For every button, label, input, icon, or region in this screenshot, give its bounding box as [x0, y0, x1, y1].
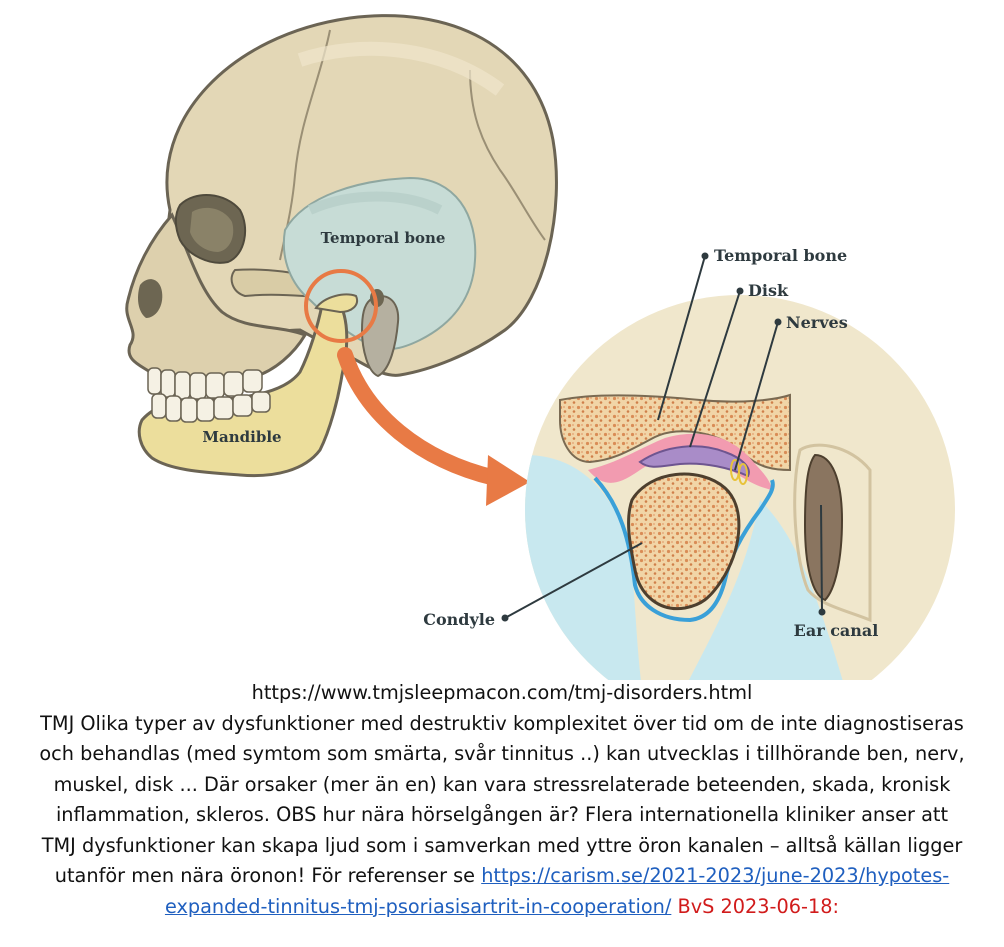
tmj-highlight-circle [304, 269, 378, 343]
caption-line-6: utanför men nära öronon! För referenser … [0, 861, 1004, 892]
caption-line-6-text: utanför men nära öronon! För referenser … [54, 864, 476, 887]
temporal-shade [307, 191, 443, 215]
label-ear-canal: Ear canal [794, 621, 879, 640]
label-nerves: Nerves [786, 313, 848, 332]
nasal-cavity [138, 279, 163, 318]
label-condyle: Condyle [423, 610, 495, 629]
reference-link-part-1[interactable]: https://carism.se/2021-2023/june-2023/hy… [481, 864, 950, 887]
zoom-arrow-head [486, 455, 530, 506]
orbit-inner [190, 207, 234, 252]
caption-line-5: TMJ dysfunktioner kan skapa ljud som i s… [41, 833, 963, 857]
soft-tissue-right [660, 500, 860, 680]
label-disk: Disk [748, 281, 789, 300]
lower-teeth [151, 391, 271, 423]
mastoid-process [360, 295, 400, 378]
upper-teeth [147, 367, 263, 400]
synovial-membrane [593, 476, 775, 623]
caption-line-2: och behandlas (med symtom som smärta, sv… [39, 742, 965, 765]
articular-cartilage [588, 433, 772, 490]
articular-disk [638, 445, 750, 478]
ear-canal-surround [793, 443, 872, 623]
label-temporal-bone-callout: Temporal bone [714, 246, 847, 265]
caption-line-4: inflammation, skleros. OBS hur nära hörs… [55, 803, 949, 826]
caption-block: https://www.tmjsleepmacon.com/tmj-disord… [0, 678, 1004, 922]
label-temporal-bone-skull: Temporal bone [321, 229, 446, 247]
signature-date: BvS 2023-06-18: [677, 894, 840, 918]
caption-line-7: expanded-tinnitus-tmj-psoriasisartrit-in… [0, 892, 1004, 923]
callout-dots [501, 252, 826, 622]
caption-line-3: muskel, disk ... Där orsaker (mer än en)… [53, 772, 951, 796]
label-mandible: Mandible [202, 428, 281, 446]
tmj-anatomy-diagram: Temporal bone Mandible [125, 14, 955, 680]
reference-link-part-2[interactable]: expanded-tinnitus-tmj-psoriasisartrit-in… [164, 894, 672, 918]
caption-line-1: TMJ Olika typer av dysfunktioner med des… [40, 711, 964, 735]
nerves-bundle [730, 459, 748, 485]
tmj-closeup [525, 295, 955, 680]
ear-canal [803, 453, 844, 602]
lambdoid-suture [469, 69, 546, 241]
parietal-shade [297, 41, 505, 96]
condyle-bone [627, 472, 741, 611]
zoom-arrow [337, 347, 503, 486]
mandible-condyle-neck [314, 293, 358, 314]
source-url: https://www.tmjsleepmacon.com/tmj-disord… [251, 681, 753, 704]
callout-lines [504, 255, 823, 619]
